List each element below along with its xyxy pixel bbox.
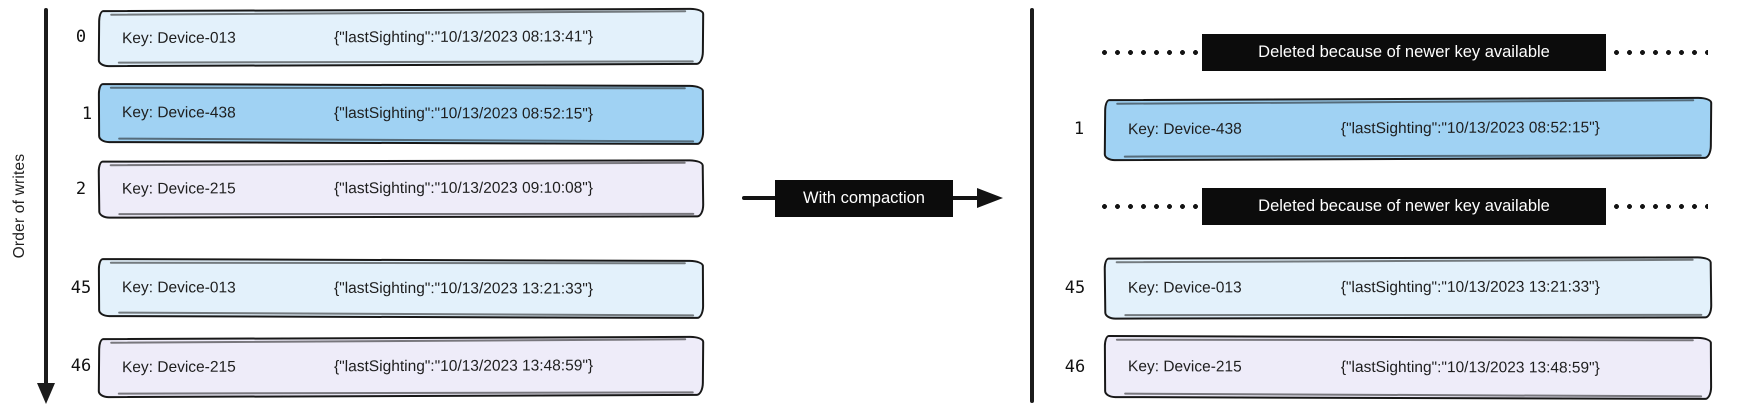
record-key: Key: Device-013 [121, 29, 236, 47]
compacted-index-46: 46 [1064, 357, 1086, 377]
record-row-left-0: Key: Device-013 {"lastSighting":"10/13/2… [97, 7, 705, 68]
write-index-46: 46 [70, 356, 92, 376]
deleted-label: Deleted because of newer key available [1202, 188, 1606, 225]
deleted-marker-1: Deleted because of newer key available [1098, 34, 1708, 71]
record-key: Key: Device-438 [121, 104, 236, 122]
record-row-right-46: Key: Device-215 {"lastSighting":"10/13/2… [1103, 335, 1713, 400]
write-index-1: 1 [81, 104, 93, 124]
compacted-log-axis-line [1030, 8, 1034, 403]
dotted-line [1098, 50, 1202, 55]
record-row-left-46: Key: Device-215 {"lastSighting":"10/13/2… [97, 335, 705, 399]
record-value: {"lastSighting":"10/13/2023 13:48:59"} [333, 357, 594, 376]
write-index-2: 2 [75, 179, 87, 199]
order-of-writes-label: Order of writes [11, 153, 28, 258]
record-key: Key: Device-215 [1127, 357, 1242, 375]
write-index-0: 0 [75, 27, 87, 47]
down-arrow-icon [37, 383, 55, 404]
with-compaction-label: With compaction [775, 180, 953, 217]
compacted-index-1: 1 [1073, 119, 1085, 139]
record-key: Key: Device-013 [121, 278, 236, 296]
record-row-right-45: Key: Device-013 {"lastSighting":"10/13/2… [1103, 256, 1713, 320]
record-value: {"lastSighting":"10/13/2023 13:21:33"} [333, 279, 594, 298]
dotted-line [1098, 204, 1202, 209]
record-value: {"lastSighting":"10/13/2023 09:10:08"} [333, 179, 594, 198]
record-value: {"lastSighting":"10/13/2023 13:48:59"} [1340, 358, 1600, 377]
record-row-left-1: Key: Device-438 {"lastSighting":"10/13/2… [97, 83, 705, 145]
record-key: Key: Device-215 [121, 358, 236, 377]
record-value: {"lastSighting":"10/13/2023 08:52:15"} [333, 104, 594, 123]
record-value: {"lastSighting":"10/13/2023 08:52:15"} [1340, 119, 1600, 138]
record-row-left-2: Key: Device-215 {"lastSighting":"10/13/2… [97, 159, 705, 219]
write-index-45: 45 [70, 278, 92, 298]
compacted-index-45: 45 [1064, 278, 1086, 298]
dotted-line [1610, 50, 1708, 55]
right-arrow-icon [977, 188, 1003, 208]
deleted-marker-2: Deleted because of newer key available [1098, 188, 1708, 225]
record-row-left-45: Key: Device-013 {"lastSighting":"10/13/2… [97, 258, 705, 319]
record-key: Key: Device-013 [1127, 279, 1242, 297]
record-key: Key: Device-438 [1127, 120, 1242, 139]
deleted-label: Deleted because of newer key available [1202, 34, 1606, 71]
record-key: Key: Device-215 [121, 180, 236, 198]
record-value: {"lastSighting":"10/13/2023 13:21:33"} [1340, 278, 1600, 297]
dotted-line [1610, 204, 1708, 209]
record-row-right-1: Key: Device-438 {"lastSighting":"10/13/2… [1103, 96, 1713, 162]
order-axis-line [44, 8, 48, 385]
record-value: {"lastSighting":"10/13/2023 08:13:41"} [333, 27, 594, 46]
